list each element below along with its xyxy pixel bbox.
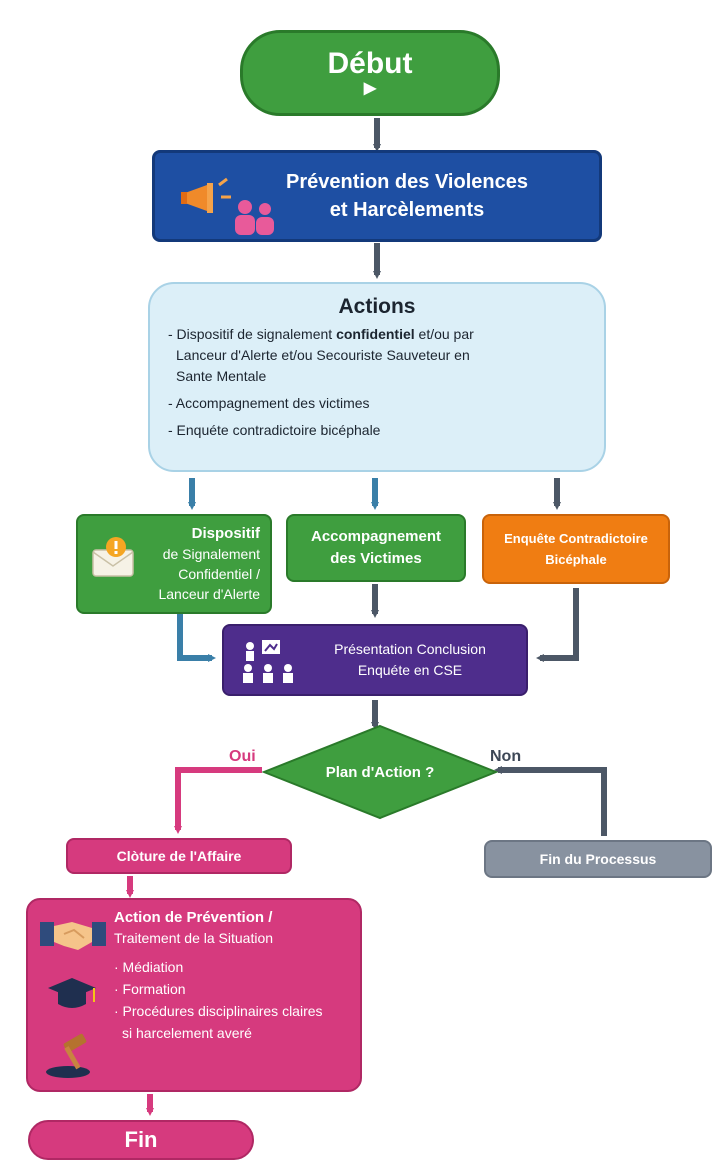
action-bullet-2: · Formation	[114, 981, 186, 997]
decision-no-label: Non	[490, 748, 522, 765]
arrow-enquete-to-presentation	[536, 588, 579, 662]
cloture-node: Clòture de l'Affaire	[66, 838, 292, 874]
meeting-icon	[238, 638, 298, 691]
presentation-node: Présentation Conclusion Enquéte en CSE	[222, 624, 528, 696]
decision-node: Plan d'Action ?	[261, 724, 499, 820]
prevention-line1: Prévention des Violences	[286, 171, 528, 193]
decision-text: Plan d'Action ?	[325, 763, 435, 781]
accompagnement-node: Accompagnement des Victimes	[286, 514, 466, 582]
decision-yes-label: Oui	[229, 748, 256, 765]
enquete-line2: Bicéphale	[545, 552, 607, 567]
fin-processus-node: Fin du Processus	[484, 840, 712, 878]
dispositif-line4: Lanceur d'Alerte	[158, 586, 260, 602]
end-node: Fin	[28, 1120, 254, 1160]
dispositif-line2: de Signalement	[162, 546, 260, 562]
actions-title: Actions	[338, 295, 416, 318]
actions-item-1: - Dispositif de signalement confidentiel…	[168, 324, 586, 345]
accompagnement-line2: des Victimes	[330, 550, 422, 567]
arrow-dispositif-to-presentation	[177, 614, 216, 662]
dispositif-line1: Dispositif	[191, 525, 260, 542]
enquete-node: Enquête Contradictoire Bicéphale	[482, 514, 670, 584]
action-title1: Action de Prévention /	[114, 909, 273, 926]
actions-item-3: - Enquéte contradictoire bicéphale	[168, 422, 381, 438]
dispositif-node: Dispositif de Signalement Confidentiel /…	[76, 514, 272, 614]
decision-diamond-shape	[261, 724, 499, 820]
prevention-line2: et Harcèlements	[329, 199, 485, 221]
action-bullet-3b: si harcelement averé	[122, 1025, 252, 1041]
arrow-decision-yes	[174, 767, 262, 834]
play-icon: ▶	[363, 80, 377, 97]
actions-item-2: - Accompagnement des victimes	[168, 395, 370, 411]
start-node: Début ▶	[240, 30, 500, 116]
cloture-label: Clòture de l'Affaire	[116, 848, 242, 864]
end-label: Fin	[124, 1127, 158, 1152]
envelope-alert-icon	[90, 536, 140, 585]
action-bullet-1: · Médiation	[114, 959, 184, 975]
fin-processus-label: Fin du Processus	[539, 851, 657, 867]
actions-item-1-bold: confidentiel	[336, 326, 415, 342]
graduation-cap-icon	[46, 974, 98, 1019]
people-icon	[233, 197, 277, 242]
presentation-line1: Présentation Conclusion	[334, 641, 486, 657]
enquete-line1: Enquête Contradictoire	[504, 531, 648, 546]
actions-item-1-line2: Lanceur d'Alerte et/ou Secouriste Sauvet…	[176, 347, 470, 363]
presentation-line2: Enquéte en CSE	[357, 662, 463, 678]
accompagnement-line1: Accompagnement	[310, 528, 442, 545]
arrow-decision-no	[494, 766, 607, 836]
prevention-node: Prévention des Violences et Harcèlements	[152, 150, 602, 242]
action-bullet-3: · Procédures disciplinaires claires	[114, 1003, 323, 1019]
start-title: Début	[327, 47, 413, 80]
gavel-icon	[44, 1030, 100, 1085]
actions-item-1-post: et/ou par	[414, 326, 474, 342]
action-title2: Traitement de la Situation	[114, 930, 274, 946]
handshake-icon	[40, 912, 106, 961]
action-prevention-node: Action de Prévention / Traitement de la …	[26, 898, 362, 1092]
actions-item-1-pre: - Dispositif de signalement	[168, 326, 337, 342]
actions-item-1-line3: Sante Mentale	[176, 368, 267, 384]
dispositif-line3: Confidentiel /	[178, 566, 260, 582]
actions-node: Actions - Dispositif de signalement conf…	[148, 282, 606, 472]
megaphone-icon	[177, 171, 247, 236]
